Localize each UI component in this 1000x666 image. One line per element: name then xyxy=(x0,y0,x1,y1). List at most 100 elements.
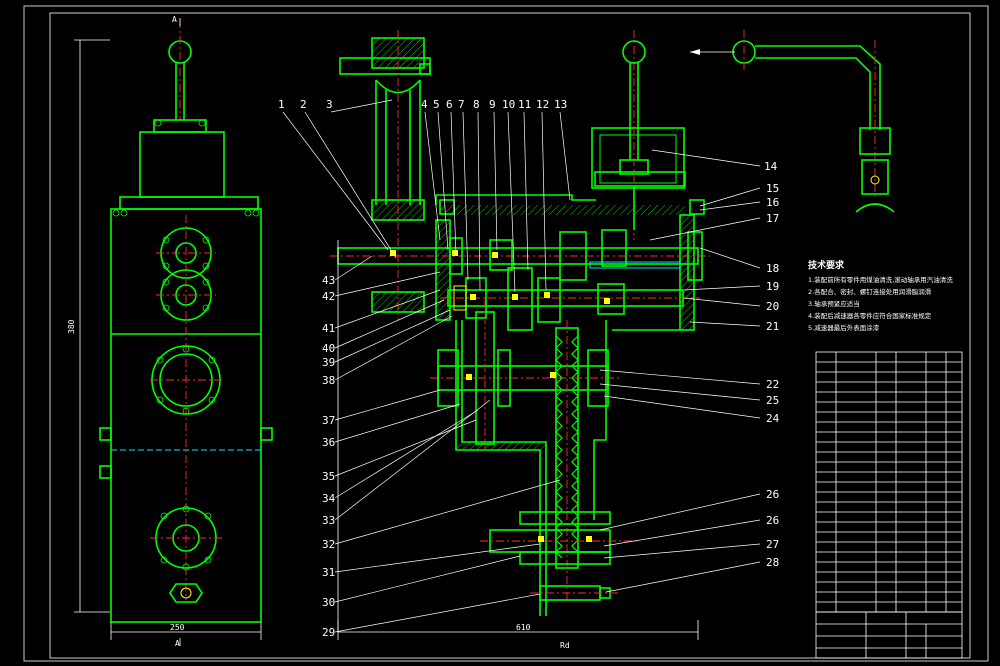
section-marker-top: A xyxy=(172,15,177,24)
drawing-line xyxy=(424,111,441,241)
side-view xyxy=(74,18,273,646)
dim-height: 380 xyxy=(67,319,76,334)
drawing-line xyxy=(603,395,761,419)
tech-note-1: 1.装配前所有零件用煤油清洗,滚动轴承用汽油清洗 xyxy=(808,275,953,284)
callout: 43 xyxy=(322,274,335,287)
callout: 34 xyxy=(322,492,336,505)
drawing-line xyxy=(304,111,397,259)
drawing-line xyxy=(683,297,761,307)
drawing-line xyxy=(282,111,389,251)
callout: 40 xyxy=(322,342,335,355)
drawing-line xyxy=(605,561,761,593)
drawing-line xyxy=(477,111,481,291)
dim-width-main: 610 xyxy=(516,623,531,632)
drawing-line xyxy=(603,519,761,547)
callout: 9 xyxy=(489,98,496,111)
callout: 30 xyxy=(322,596,335,609)
callout: 18 xyxy=(766,262,779,275)
tech-note-4: 4.装配后减速器各零件应符合国家标准规定 xyxy=(808,311,932,320)
callout: 31 xyxy=(322,566,335,579)
drawing-line xyxy=(330,99,393,113)
tech-note-2: 2.各配合、密封、螺钉连接处用润滑脂润滑 xyxy=(808,287,932,296)
callout: 32 xyxy=(322,538,335,551)
drawing-line xyxy=(683,285,761,291)
callout: 42 xyxy=(322,290,335,303)
callout: 11 xyxy=(518,98,531,111)
callout: 3 xyxy=(326,98,333,111)
callout: 13 xyxy=(554,98,567,111)
drawing-line xyxy=(334,419,477,477)
drawing-line xyxy=(462,111,469,281)
callout: 5 xyxy=(433,98,440,111)
callout: 27 xyxy=(766,538,779,551)
drawing-line xyxy=(334,389,441,421)
inner-frame xyxy=(49,12,971,659)
drawing-line xyxy=(334,399,491,521)
callout: 17 xyxy=(766,212,779,225)
tech-notes-list: 1.装配前所有零件用煤油清洗,滚动轴承用汽油清洗 2.各配合、密封、螺钉连接处用… xyxy=(808,275,953,332)
callout: 29 xyxy=(322,626,335,639)
callout: 14 xyxy=(764,160,778,173)
drawing-line xyxy=(699,247,761,269)
callout: 37 xyxy=(322,414,335,427)
drawing-line xyxy=(437,111,449,251)
drawing-line xyxy=(334,543,541,573)
outer-frame xyxy=(23,5,989,662)
drawing-line xyxy=(334,309,451,363)
tech-note-5: 5.减速器最后外表面涂漆 xyxy=(808,323,880,332)
callouts-left: 43 42 41 40 39 38 37 36 35 34 33 32 31 3… xyxy=(322,274,336,639)
callout: 16 xyxy=(766,196,779,209)
callout: 35 xyxy=(322,470,335,483)
drawing-line xyxy=(689,321,761,327)
callout: 8 xyxy=(473,98,480,111)
drawing-line xyxy=(334,271,441,297)
tech-note-3: 3.轴承预紧应适当 xyxy=(808,299,860,308)
drawing-line xyxy=(523,111,529,271)
callout: 39 xyxy=(322,356,335,369)
drawing-line xyxy=(493,111,498,251)
parts-list-table xyxy=(815,351,963,659)
tech-requirements-title: 技术要求 xyxy=(808,259,845,271)
callout: 21 xyxy=(766,320,779,333)
callout: 33 xyxy=(322,514,335,527)
callout: 4 xyxy=(421,98,428,111)
callout: 24 xyxy=(766,412,780,425)
section-view xyxy=(330,30,710,640)
drawing-line xyxy=(603,543,761,559)
callout: 38 xyxy=(322,374,335,387)
drawing-line xyxy=(559,111,571,201)
drawing-line xyxy=(334,299,445,349)
drawing-line xyxy=(334,289,441,329)
drawing-line xyxy=(599,383,761,401)
callout: 41 xyxy=(322,322,335,335)
callouts-right: 14 15 16 17 18 19 20 21 22 25 24 26 26 2… xyxy=(764,160,780,569)
drawing-line xyxy=(649,217,761,241)
callout: 15 xyxy=(766,182,779,195)
callouts-top: 1 2 3 4 5 6 7 8 9 10 11 12 13 xyxy=(278,98,567,111)
callout: 1 xyxy=(278,98,285,111)
callout: 12 xyxy=(536,98,549,111)
callout: 10 xyxy=(502,98,515,111)
dim-bottom-mark: Rd xyxy=(560,641,570,650)
callout: 25 xyxy=(766,394,779,407)
callout: 20 xyxy=(766,300,779,313)
drawing-line xyxy=(334,555,521,603)
callout: 2 xyxy=(300,98,307,111)
drawing-line xyxy=(541,111,547,291)
drawing-line xyxy=(651,149,761,167)
drawing-line xyxy=(334,593,541,633)
drawing-line xyxy=(450,111,457,257)
drawing-line xyxy=(699,187,761,207)
section-marker-bottom: A xyxy=(175,639,180,648)
drawing-line xyxy=(599,493,761,531)
callout: 26 xyxy=(766,488,779,501)
drawing-line xyxy=(334,479,561,545)
callout: 36 xyxy=(322,436,335,449)
lever-detail xyxy=(690,30,895,213)
drawing-line xyxy=(699,201,761,211)
drawing-line xyxy=(599,369,761,385)
callout: 19 xyxy=(766,280,779,293)
drawing-line xyxy=(334,409,479,499)
